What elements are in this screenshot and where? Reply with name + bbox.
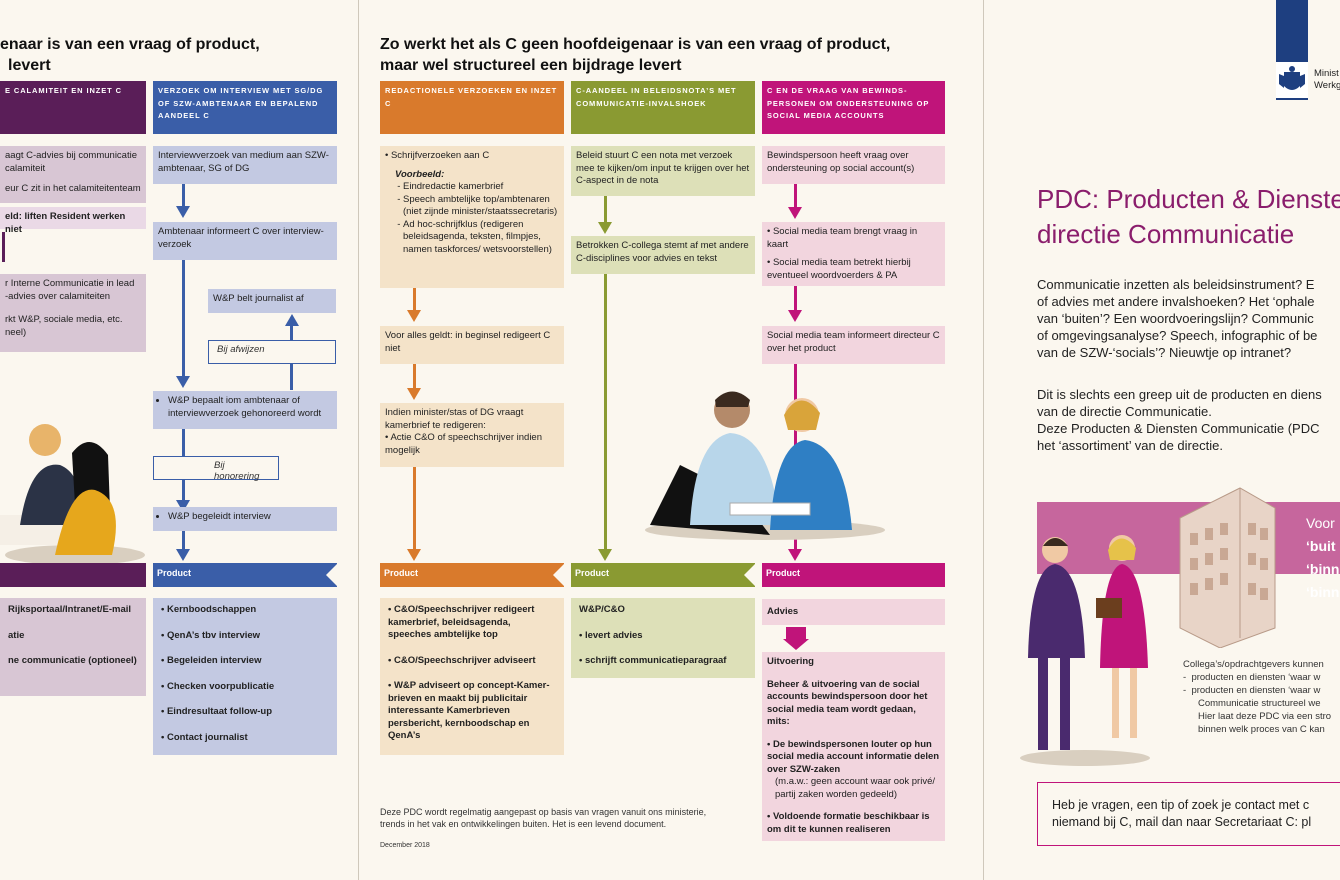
- col2-arrow1: [182, 184, 185, 209]
- col5-advies-arrow: [786, 627, 806, 639]
- col1-header: E CALAMITEIT EN INZET C: [0, 81, 146, 134]
- arrow-down-icon: [598, 222, 612, 234]
- col3-header: REDACTIONELE VERZOEKEN EN INZET C: [380, 81, 564, 134]
- col2-arrow4: [182, 531, 185, 551]
- col5-box3: Social media team informeert directeur C…: [762, 326, 945, 364]
- coat-of-arms-icon: [1276, 62, 1308, 98]
- col2-box1: Interviewverzoek van medium aan SZW- amb…: [153, 146, 337, 184]
- col2-box3: W&P bepaalt iom ambtenaar of interviewve…: [153, 391, 337, 429]
- illustration-two-people: [1020, 535, 1150, 766]
- col4-box1: Beleid stuurt C een nota met verzoek mee…: [571, 146, 755, 196]
- page-fold: [983, 0, 984, 880]
- middle-title: Zo werkt het als C geen hoofdeigenaar is…: [380, 36, 891, 74]
- col2-box2: Ambtenaar informeert C over interview-ve…: [153, 222, 337, 260]
- col1-arrow: [2, 232, 5, 262]
- col4-product-bar: Product: [571, 563, 756, 587]
- col2-products: • Kernboodschappen • QenA’s tbv intervie…: [153, 598, 337, 755]
- arrow-up-icon: [285, 314, 299, 326]
- page-fold: [358, 0, 359, 880]
- col5-uitvoering: Uitvoering Beheer & uitvoering van de so…: [762, 652, 945, 841]
- arrow-down-icon: [407, 310, 421, 322]
- arrow-down-icon: [598, 549, 612, 561]
- afwijzen-label: Bij afwijzen: [208, 340, 336, 364]
- arrow-down-icon: [176, 549, 190, 561]
- ministry-name: Minist Werkg: [1314, 68, 1340, 91]
- illustration-people-laptop: [645, 391, 885, 540]
- col1-product-bar: [0, 563, 146, 587]
- col4-arrow2: [604, 274, 607, 551]
- col3-box1: • Schrijfverzoeken aan C Voorbeeld: Eind…: [380, 146, 564, 288]
- honorering-label: Bij honorering: [153, 456, 279, 482]
- col2-box-wp: W&P belt journalist af: [208, 289, 336, 313]
- illustration-people-desk: [0, 424, 145, 565]
- col4-products: W&P/C&O • levert advies • schrijft commu…: [571, 598, 755, 678]
- col1-box2: r Interne Communicatie in lead -advies o…: [0, 274, 146, 352]
- left-title: enaar is van een vraag of product, lever…: [0, 36, 260, 74]
- col1-box1: aagt C-advies bij communicatie calamitei…: [0, 146, 146, 203]
- col3-box3: Indien minister/stas of DG vraagt kamerb…: [380, 403, 564, 467]
- col4-header: C-AANDEEL IN BELEIDSNOTA’S MET COMMUNICA…: [571, 81, 755, 134]
- banner-text: Voor ‘buit ‘binn ‘binn: [1306, 515, 1340, 600]
- col3-products: • C&O/Speechschrijver redigeert kamerbri…: [380, 598, 564, 755]
- col5-box1: Bewindspersoon heeft vraag over onderste…: [762, 146, 945, 184]
- arrow-down-icon: [783, 639, 809, 650]
- arrow-down-icon: [788, 310, 802, 322]
- date: December 2018: [380, 842, 430, 849]
- arrow-down-icon: [407, 388, 421, 400]
- col5-arrow1: [794, 184, 797, 209]
- col3-arrow2: [413, 364, 416, 390]
- col4-box2: Betrokken C-collega stemt af met andere …: [571, 236, 755, 274]
- pdc-title: PDC: Producten & Dienste directie Commun…: [1037, 184, 1340, 249]
- intro-paragraph: Communicatie inzetten als beleidsinstrum…: [1037, 277, 1318, 360]
- col3-box2: Voor alles geldt: in beginsel redigeert …: [380, 326, 564, 364]
- colleagues-text: Collega’s/opdrachtgevers kunnen - produc…: [1183, 659, 1332, 735]
- col5-product-bar: Product: [762, 563, 945, 587]
- col3-arrow1: [413, 288, 416, 313]
- illustration-building: [1179, 487, 1276, 648]
- intro-paragraph-2: Dit is slechts een greep uit de producte…: [1037, 387, 1322, 453]
- footnote: Deze PDC wordt regelmatig aangepast op b…: [380, 807, 707, 829]
- arrow-down-icon: [788, 549, 802, 561]
- col2-arrow2: [182, 260, 185, 378]
- col5-advies: Advies: [762, 599, 945, 625]
- col1-products: Rijksportaal/Intranet/E-mail atie ne com…: [0, 598, 146, 696]
- col2-header: VERZOEK OM INTERVIEW MET SG/DG OF SZW-AM…: [153, 81, 337, 134]
- col2-box4: W&P begeleidt interview: [153, 507, 337, 531]
- col1-box-example: eld: liften Resident werken niet: [0, 207, 146, 235]
- col5-box2: • Social media team brengt vraag in kaar…: [762, 222, 945, 286]
- arrow-down-icon: [176, 376, 190, 388]
- col2-product-bar: Product: [153, 563, 338, 587]
- contact-box: Heb je vragen, een tip of zoek je contac…: [1037, 782, 1340, 846]
- col5-header: C EN DE VRAAG VAN BEWINDS-PERSONEN OM ON…: [762, 81, 945, 134]
- arrow-down-icon: [407, 549, 421, 561]
- arrow-down-icon: [788, 207, 802, 219]
- col5-arrow2: [794, 286, 797, 312]
- col3-arrow3: [413, 467, 416, 551]
- col4-arrow1: [604, 196, 607, 225]
- arrow-down-icon: [176, 206, 190, 218]
- col3-product-bar: Product: [380, 563, 565, 587]
